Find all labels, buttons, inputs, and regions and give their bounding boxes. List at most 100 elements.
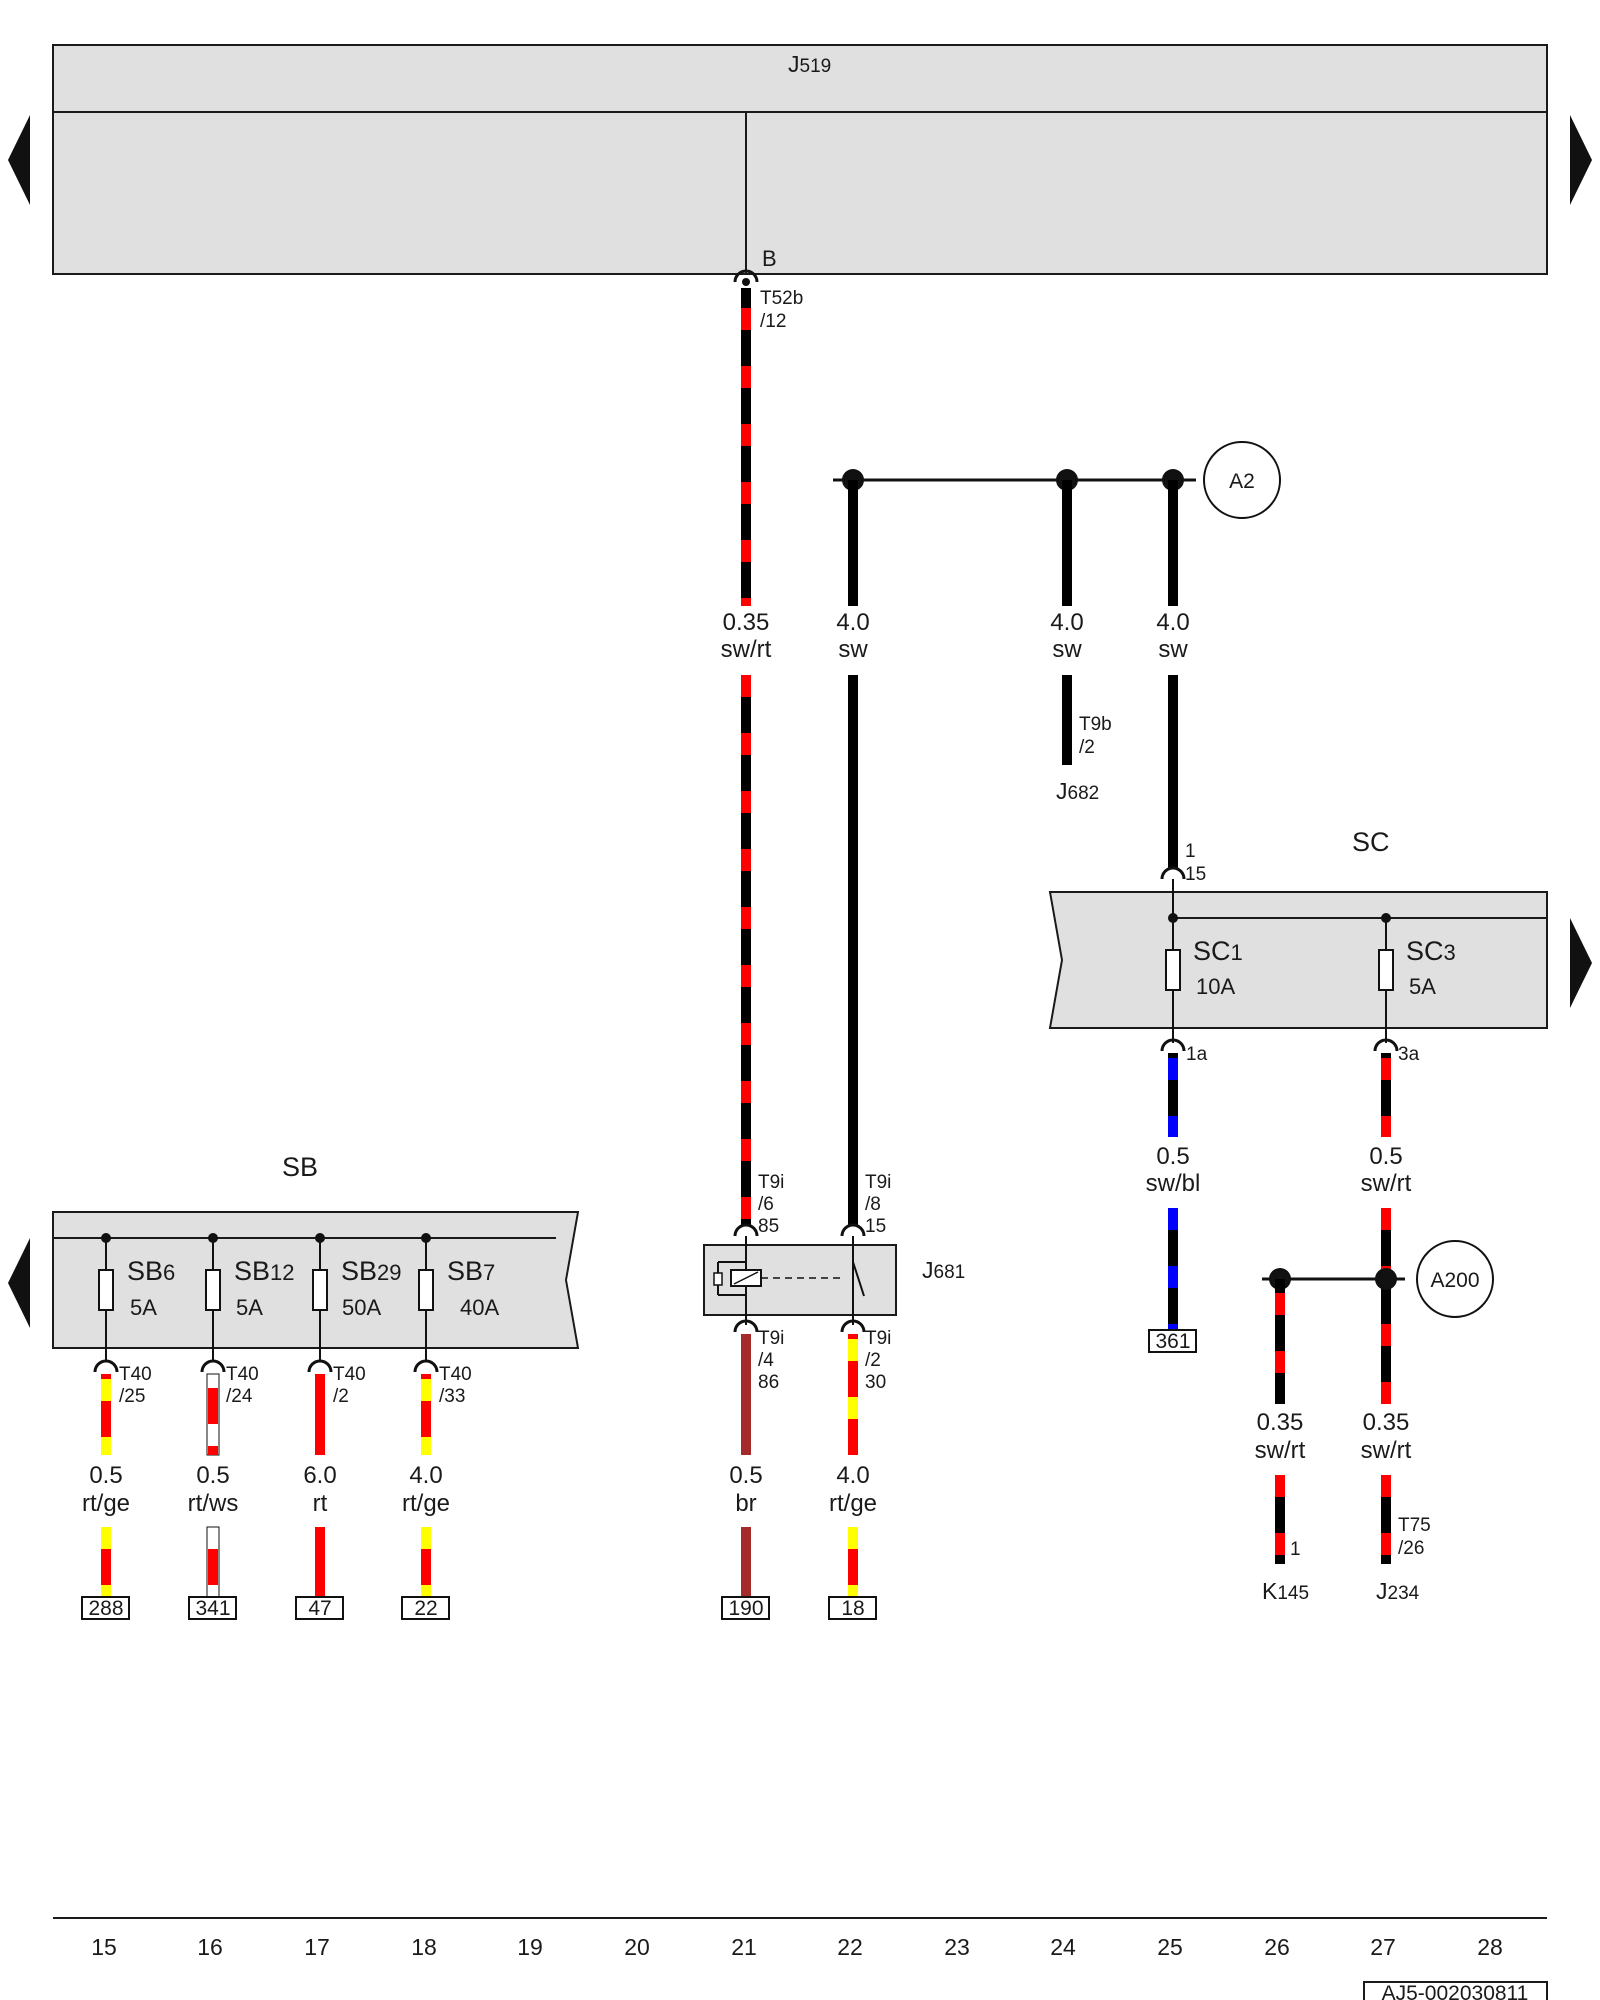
a200-junction: A200 0.35 sw/rt 1 K145 0.35 sw/rt T75 /2… — [1255, 1240, 1494, 1604]
ref-341[interactable]: 341 — [195, 1597, 230, 1620]
ref-18-box[interactable] — [828, 1596, 877, 1620]
sb7-out-name: T40 — [439, 1364, 472, 1385]
sc-title: SC — [1352, 827, 1390, 857]
fuse-sb29-label: SB29 — [341, 1256, 402, 1286]
j681-out2-term: 30 — [865, 1372, 886, 1393]
fuse-sc3-icon — [1378, 949, 1394, 991]
sc-in-pin-bottom: 15 — [1185, 864, 1206, 885]
ref-190-box[interactable] — [721, 1596, 770, 1620]
column-number: 21 — [731, 1934, 757, 1960]
ref-47[interactable]: 47 — [308, 1597, 331, 1620]
w16-size: 0.5 — [196, 1462, 229, 1489]
junction-a200-label: A200 — [1430, 1269, 1479, 1292]
w22-bot-size: 4.0 — [836, 1462, 869, 1489]
fuse-sb6-label: SB6 — [127, 1256, 175, 1286]
w25-bl-size: 0.5 — [1156, 1143, 1189, 1170]
ref-190[interactable]: 190 — [728, 1597, 763, 1620]
w22-bot-color: rt/ge — [829, 1490, 877, 1517]
fuse-sb7-rating: 40A — [460, 1295, 499, 1320]
k145-label: K145 — [1262, 1578, 1309, 1604]
fuse-sb7-circuit: SB7 40A T40 /33 4.0 rt/ge 22 — [401, 1233, 499, 1620]
wire-25-sw-bl: 1a 0.5 sw/bl 361 — [1146, 1038, 1208, 1353]
fuse-sc3-rating: 5A — [1409, 974, 1436, 999]
fuse-sb12-circuit: SB12 5A T40 /24 0.5 rt/ws 341 — [188, 1233, 295, 1620]
w25-top-size: 4.0 — [1156, 609, 1189, 636]
fuse-sb29-rating: 50A — [342, 1295, 381, 1320]
w24-size: 4.0 — [1050, 609, 1083, 636]
next-page-arrow-icon-sc[interactable] — [1570, 918, 1592, 1008]
w27-size: 0.35 — [1363, 1409, 1410, 1436]
t75-label: T75 — [1398, 1515, 1431, 1536]
sb12-out-pin: /24 — [226, 1386, 253, 1407]
w24-color: sw — [1052, 636, 1082, 663]
w25-top-color: sw — [1158, 636, 1188, 663]
wire-21-top: T52b /12 0.35 sw/rt — [721, 269, 803, 1226]
column-number: 28 — [1477, 1934, 1503, 1960]
w16-color: rt/ws — [188, 1490, 239, 1517]
t9b-label: T9b — [1079, 714, 1112, 735]
ref-361[interactable]: 361 — [1155, 1330, 1190, 1353]
fuse-sb12-rating: 5A — [236, 1295, 263, 1320]
fuse-sb6-circuit: SB6 5A T40 /25 0.5 rt/ge 288 — [81, 1233, 175, 1620]
ref-22[interactable]: 22 — [414, 1597, 437, 1620]
ref-341-box[interactable] — [188, 1596, 237, 1620]
prev-page-arrow-icon-sb[interactable] — [8, 1238, 30, 1328]
w25-bl-color: sw/bl — [1146, 1170, 1201, 1197]
w22-top-size: 4.0 — [836, 609, 869, 636]
j681-in2-pin: /8 — [865, 1194, 881, 1215]
w15-color: rt/ge — [82, 1490, 130, 1517]
fuse-sc1-rating: 10A — [1196, 974, 1235, 999]
junction-a200 — [1416, 1240, 1494, 1318]
fuse-sb29-icon — [312, 1269, 328, 1311]
w27-color: sw/rt — [1361, 1437, 1412, 1464]
relay-switch-icon — [852, 1261, 865, 1297]
ref-361-box[interactable] — [1148, 1329, 1197, 1353]
column-number: 20 — [624, 1934, 650, 1960]
j681-out1-pin: /4 — [758, 1350, 774, 1371]
j682-label: J682 — [1056, 778, 1099, 804]
ref-22-box[interactable] — [401, 1596, 450, 1620]
column-number: 17 — [304, 1934, 330, 1960]
column-number: 19 — [517, 1934, 543, 1960]
w18-size: 4.0 — [409, 1462, 442, 1489]
sb29-out-name: T40 — [333, 1364, 366, 1385]
t52b-pin-label: /12 — [760, 311, 786, 332]
sc-in-pin-top: 1 — [1185, 841, 1196, 862]
t75-pin-label: /26 — [1398, 1538, 1424, 1559]
w21-bot-color: br — [735, 1490, 756, 1517]
ref-47-box[interactable] — [295, 1596, 344, 1620]
j681-out2-name: T9i — [865, 1328, 891, 1349]
sc-fuse-holder: SC 1 15 SC1 10A SC3 5A — [1048, 827, 1548, 1043]
column-number: 18 — [411, 1934, 437, 1960]
column-number: 16 — [197, 1934, 223, 1960]
j681-in2-name: T9i — [865, 1172, 891, 1193]
sb-title: SB — [282, 1152, 318, 1182]
sb6-out-pin: /25 — [119, 1386, 145, 1407]
fuse-sc3-label: SC3 — [1406, 936, 1456, 966]
ref-288[interactable]: 288 — [88, 1597, 123, 1620]
junction-a2-label: A2 — [1229, 470, 1255, 493]
j681-in1-pin: /6 — [758, 1194, 774, 1215]
w26-color: sw/rt — [1255, 1437, 1306, 1464]
ref-288-box[interactable] — [81, 1596, 130, 1620]
fuse-sb6-icon — [98, 1269, 114, 1311]
w15-size: 0.5 — [89, 1462, 122, 1489]
w27-sc3-color: sw/rt — [1361, 1170, 1412, 1197]
j519-title: J519 — [788, 51, 831, 77]
j681-out2-pin: /2 — [865, 1350, 881, 1371]
w17-color: rt — [313, 1490, 328, 1517]
wire-22-bottom: 4.0 rt/ge 18 — [828, 1334, 877, 1620]
w27-sc3-size: 0.5 — [1369, 1143, 1402, 1170]
ref-18[interactable]: 18 — [841, 1597, 864, 1620]
w22-top-color: sw — [838, 636, 868, 663]
junction-a2 — [1203, 441, 1281, 519]
sc3-out-pin: 3a — [1398, 1044, 1420, 1065]
w18-color: rt/ge — [402, 1490, 450, 1517]
w26-size: 0.35 — [1257, 1409, 1304, 1436]
sb7-out-pin: /33 — [439, 1386, 465, 1407]
sc1-out-pin: 1a — [1186, 1044, 1208, 1065]
column-ruler: 15 16 17 18 19 20 21 22 23 24 25 26 27 2… — [53, 1917, 1547, 1960]
prev-page-arrow-icon[interactable] — [8, 115, 30, 205]
fuse-sb29-circuit: SB29 50A T40 /2 6.0 rt 47 — [295, 1233, 402, 1620]
next-page-arrow-icon[interactable] — [1570, 115, 1592, 205]
